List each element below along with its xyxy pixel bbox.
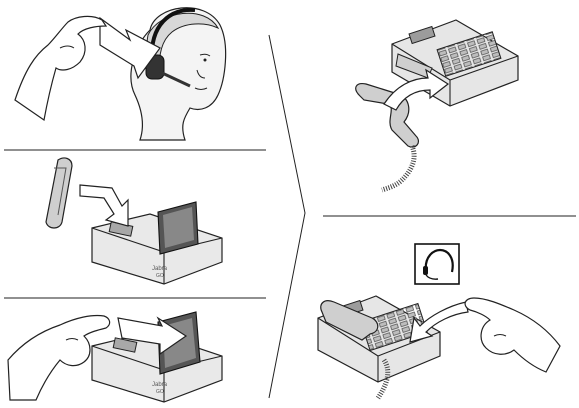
panel-press-phone-headset-key xyxy=(318,244,560,398)
hand-illustration xyxy=(15,16,106,120)
base-brand-label: Jabra xyxy=(152,266,168,272)
hand-illustration xyxy=(465,298,560,372)
panel-press-headset-button xyxy=(15,8,226,140)
base-model-label: GO xyxy=(156,389,164,395)
divider-diagonal xyxy=(269,35,305,398)
panel-lift-handset xyxy=(356,20,518,190)
phone-cord-illustration xyxy=(382,146,414,190)
base-brand-label: Jabra xyxy=(152,382,168,388)
base-model-label: GO xyxy=(156,273,164,279)
arrow-icon xyxy=(80,185,128,226)
panel-press-base: Jabra GO xyxy=(8,312,222,402)
panel-dock-headset: Jabra GO xyxy=(46,158,222,284)
